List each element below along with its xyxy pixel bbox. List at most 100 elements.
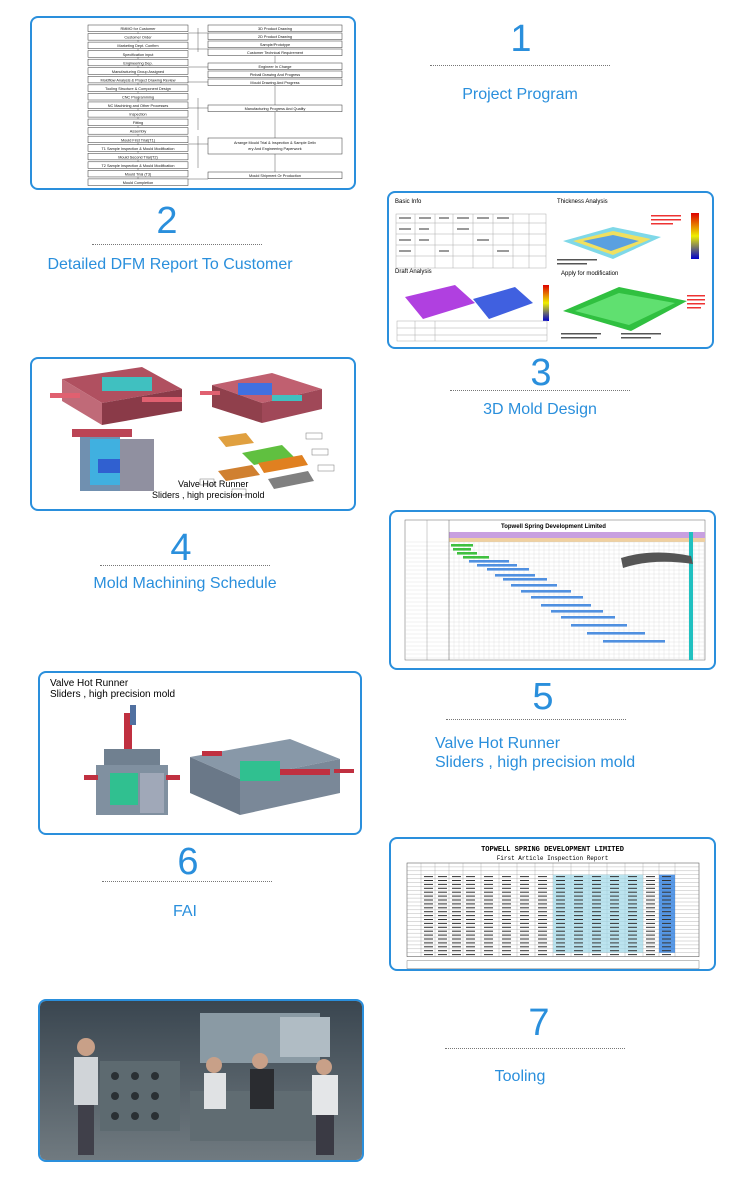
flow-left-box: Engineering Dep. [87,58,189,67]
flow-left-box: Inspection [87,110,189,118]
apply-modification-panel: Apply for modification [557,271,711,345]
flow-left-box-label: Mould First Trial(T1) [121,138,156,142]
flow-left-box-label: Fitting [133,121,143,125]
section-number-4: 4 [170,527,192,569]
flow-left-box: RMMO for Customer [87,24,189,32]
section-caption-6: FAI [172,903,197,920]
thickness-analysis-title: Thickness Analysis [557,199,608,205]
flow-right-box-label: Customer Technical Requirement [247,51,304,55]
flow-left-box: Assembly [87,127,189,135]
mold-design-caption-line2: Sliders , high precision mold [152,490,265,500]
flow-left-box: Customer Order [87,33,189,41]
flow-left-box-label: Mould Trial (T3) [125,172,152,176]
gantt-date-band [449,538,705,542]
gantt-bar [453,548,471,551]
schedule-title: Topwell Spring Development Limited [501,524,606,530]
gantt-part-image [621,552,693,568]
section-divider-5 [446,719,626,720]
draft-analysis-image [396,285,549,342]
section-divider-2 [92,244,262,245]
flow-right-box-label: Pinball Drawing And Progress [250,73,300,77]
flow-left-box: Specification input [87,50,189,58]
section-caption-4: Mold Machining Schedule [93,575,277,592]
flow-right-box: Mould Shipment Or Production [207,171,343,179]
fai-subtitle: First Article Inspection Report [496,855,609,862]
section-caption-5-line1: Valve Hot Runner [435,735,561,752]
flow-left-box-label: T2 Sample Inspection & Mould Modificatio… [101,164,174,168]
flow-right-box: Customer Technical Requirement [207,48,343,56]
flow-right-box-label: 2D Product Drawing [258,35,292,39]
gantt-bar [561,616,615,619]
gantt-bar [521,590,571,593]
flow-right-box-label-cont: ery And Engineering Paperwork [248,147,302,151]
flow-left-box: Tooling Structure & Component Design [87,84,189,92]
flow-right-box-label: Manufacturing Progress And Quality [245,107,306,111]
valve-hot-runner-card: Valve Hot Runner Sliders , high precisio… [38,671,362,835]
gantt-bar [541,604,591,607]
section-number-5: 5 [532,676,554,718]
section-number-2: 2 [156,200,178,242]
mold-design-image [50,367,335,496]
section-number-7: 7 [528,1002,550,1044]
flow-right-box: Arrange Mould Trial & Inspection & Sampl… [207,137,343,155]
basic-info-title: Basic Info [395,199,422,205]
flow-left-box: Manufacturing Group Assigned [87,67,189,75]
gantt-bar [551,610,603,613]
flow-left-box: Marketing Dept. Confirm [87,41,189,49]
flow-left-box: CNC Programming [87,93,189,101]
flow-left-box-label: Mould Second Trial(T2) [118,155,158,159]
gantt-bar [457,552,477,555]
basic-info-table [395,213,547,269]
fai-highlight-cells [553,874,643,953]
machining-schedule-card: Topwell Spring Development Limited [389,510,716,670]
valve-caption-line1: Valve Hot Runner [50,678,129,689]
flow-left-box-label: Tooling Structure & Component Design [105,87,171,91]
flow-right-box: Sample/Prototype [207,40,343,48]
gantt-bar [487,568,529,571]
section-divider-1 [430,65,610,66]
flow-right-box-label: Sample/Prototype [260,43,290,47]
flow-right-box: 3D Product Drawing [207,24,343,32]
flow-right-box: Engineer In Charge [207,62,343,70]
flow-right-box: Pinball Drawing And Progress [207,70,343,78]
gantt-bar [469,560,509,563]
flow-left-box-label: Mould Completion [123,181,154,185]
apply-modification-image [561,287,705,339]
section-number-1: 1 [510,18,532,60]
flow-right-box: 2D Product Drawing [207,32,343,40]
flow-right-box-label: Engineer In Charge [259,65,292,69]
gantt-header-band [449,532,705,538]
fai-result-column [659,874,675,953]
gantt-bar [495,574,535,577]
flow-left-box-label: T1 Sample Inspection & Mould Modificatio… [101,147,174,151]
section-divider-6 [102,881,272,882]
mold-design-caption-line1: Valve Hot Runner [178,479,249,489]
flow-right-box: Mould Drawing And Progress [207,78,343,86]
flow-right-box-label: 3D Product Drawing [258,27,292,31]
gantt-bar [587,632,645,635]
flow-left-box-label: Specification input [123,53,155,57]
apply-modification-title: Apply for modification [561,271,619,277]
thickness-analysis-image [557,213,699,265]
flow-left-box-label: RMMO for Customer [120,27,156,31]
fai-report-table [406,862,700,969]
gantt-bar [511,584,557,587]
section-caption-7: Tooling [494,1068,546,1085]
valve-hot-runner-image [84,705,354,815]
flow-left-box: Moldflow Analysis & Project Drawing Revi… [87,76,189,84]
basic-info-panel: Basic Info [395,199,549,269]
thickness-analysis-panel: Thickness Analysis [551,199,711,271]
gantt-bar [571,624,627,627]
fai-report-card: TOPWELL SPRING DEVELOPMENT LIMITED First… [389,837,716,971]
flow-left-box: Mould Second Trial(T2) [87,153,189,161]
gantt-milestone-column [689,532,693,660]
flow-left-box-label: NC Machining and Other Processes [108,104,169,108]
flow-left-box: T1 Sample Inspection & Mould Modificatio… [87,144,189,152]
section-divider-3 [450,390,630,391]
tooling-photo-card [38,999,364,1162]
flow-left-box-label: Manufacturing Group Assigned [112,70,164,74]
valve-caption-line2: Sliders , high precision mold [50,689,176,700]
flow-left-box-label: Engineering Dep. [123,61,152,65]
flow-left-box-label: Inspection [129,113,146,117]
